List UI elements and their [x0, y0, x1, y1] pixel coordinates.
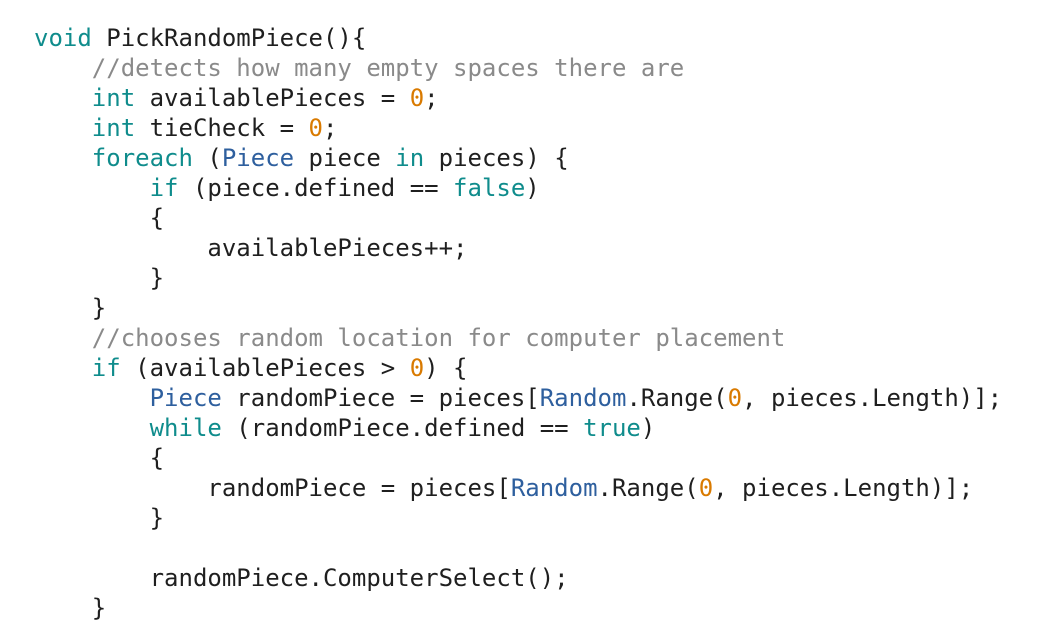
- code-line: //chooses random location for computer p…: [34, 323, 786, 353]
- code-token: pieces) {: [424, 144, 569, 172]
- code-line: int tieCheck = 0;: [34, 113, 338, 143]
- code-token: //detects how many empty spaces there ar…: [34, 54, 685, 82]
- code-token: (piece.defined ==: [178, 174, 454, 202]
- code-line: while (randomPiece.defined == true): [34, 413, 656, 443]
- code-token: {: [34, 204, 165, 232]
- code-token: Random: [510, 474, 598, 502]
- code-token: [34, 414, 150, 442]
- code-token: , pieces.Length)];: [713, 474, 974, 502]
- code-token: .Range(: [597, 474, 699, 502]
- code-token: 0: [698, 474, 714, 502]
- code-token: while: [149, 414, 222, 442]
- code-token: foreach: [91, 144, 193, 172]
- code-token: randomPiece.ComputerSelect();: [34, 564, 569, 592]
- code-token: }: [34, 294, 107, 322]
- code-token: true: [583, 414, 641, 442]
- code-token: ) {: [424, 354, 468, 382]
- code-token: }: [34, 504, 165, 532]
- code-token: [34, 144, 92, 172]
- code-token: int: [91, 84, 136, 112]
- code-token: [34, 384, 150, 412]
- code-token: randomPiece = pieces[: [221, 384, 540, 412]
- code-line: int availablePieces = 0;: [34, 83, 439, 113]
- code-token: ;: [424, 84, 439, 112]
- code-token: Piece: [149, 384, 222, 412]
- code-token: 0: [409, 354, 425, 382]
- code-token: in: [395, 144, 425, 172]
- code-token: {: [34, 444, 165, 472]
- code-line: Piece randomPiece = pieces[Random.Range(…: [34, 383, 1003, 413]
- code-token: (randomPiece.defined ==: [221, 414, 584, 442]
- code-token: ;: [323, 114, 338, 142]
- code-token: ): [525, 174, 540, 202]
- code-token: 0: [409, 84, 425, 112]
- code-token: randomPiece = pieces[: [34, 474, 511, 502]
- code-line: {: [34, 203, 164, 233]
- code-token: void: [34, 24, 92, 52]
- code-line: }: [34, 293, 106, 323]
- code-token: .Range(: [626, 384, 728, 412]
- code-token: //chooses random location for computer p…: [34, 324, 786, 352]
- code-token: }: [34, 264, 165, 292]
- code-line: if (availablePieces > 0) {: [34, 353, 468, 383]
- code-token: Random: [539, 384, 627, 412]
- code-line: availablePieces++;: [34, 233, 467, 263]
- code-token: }: [34, 594, 107, 622]
- code-token: ): [640, 414, 656, 442]
- code-line: }: [34, 593, 106, 623]
- code-token: false: [453, 174, 526, 202]
- code-token: 0: [727, 384, 743, 412]
- code-token: [34, 114, 92, 142]
- code-token: piece: [294, 144, 396, 172]
- code-token: availablePieces++;: [34, 234, 468, 262]
- code-token: int: [91, 114, 136, 142]
- code-line: }: [34, 503, 164, 533]
- code-token: tieCheck =: [135, 114, 309, 142]
- code-token: [34, 354, 92, 382]
- code-token: 0: [308, 114, 323, 142]
- code-line: {: [34, 443, 164, 473]
- code-token: [34, 84, 92, 112]
- code-token: if: [91, 354, 121, 382]
- code-token: (: [192, 144, 222, 172]
- code-line: foreach (Piece piece in pieces) {: [34, 143, 569, 173]
- code-line: void PickRandomPiece(){: [34, 23, 366, 53]
- code-line: if (piece.defined == false): [34, 173, 540, 203]
- code-token: [34, 174, 150, 202]
- code-token: (availablePieces >: [120, 354, 410, 382]
- code-token: if: [149, 174, 179, 202]
- code-line: randomPiece.ComputerSelect();: [34, 563, 569, 593]
- code-line: //detects how many empty spaces there ar…: [34, 53, 684, 83]
- code-line: randomPiece = pieces[Random.Range(0, pie…: [34, 473, 973, 503]
- code-token: , pieces.Length)];: [742, 384, 1003, 412]
- code-line: }: [34, 263, 164, 293]
- code-token: PickRandomPiece(){: [91, 24, 367, 52]
- code-token: Piece: [221, 144, 295, 172]
- code-token: availablePieces =: [135, 84, 410, 112]
